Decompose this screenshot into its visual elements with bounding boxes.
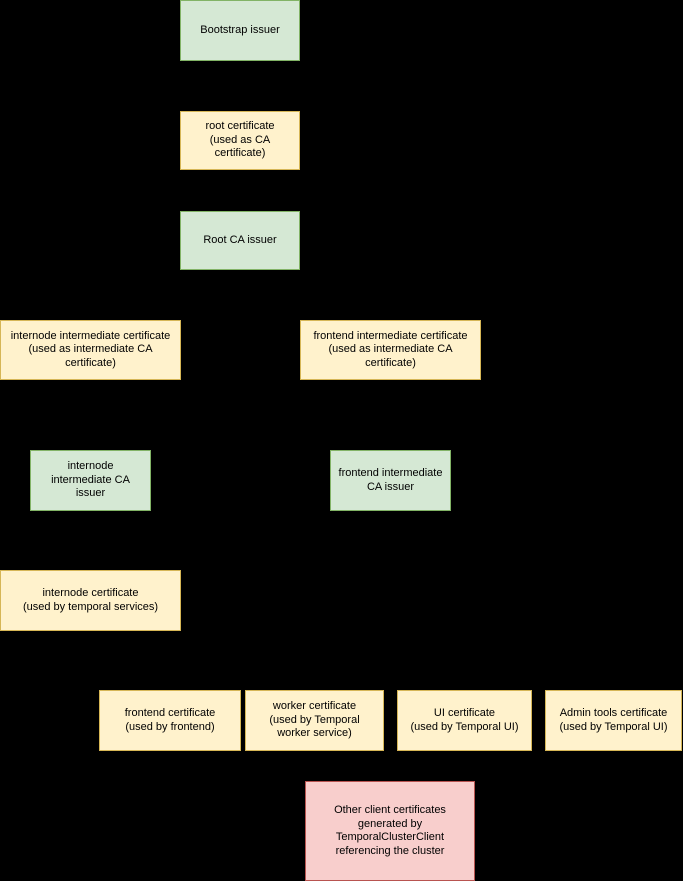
node-label: root certificate (used as CA certificate…: [205, 120, 275, 160]
node-label: Admin tools certificate (used by Tempora…: [559, 707, 668, 733]
node-label: frontend intermediate certificate (used …: [313, 329, 468, 369]
node-label: UI certificate (used by Temporal UI): [410, 707, 519, 733]
connector-line: [614, 601, 615, 690]
node-internode-intermediate-ca-issuer[interactable]: internode intermediate CA issuer: [30, 450, 151, 511]
node-frontend-intermediate-ca-issuer[interactable]: frontend intermediate CA issuer: [330, 450, 451, 511]
node-ui-certificate[interactable]: UI certificate (used by Temporal UI): [397, 690, 532, 751]
connector-line: [315, 601, 391, 602]
connector-line: [465, 601, 466, 690]
node-frontend-certificate[interactable]: frontend certificate (used by frontend): [99, 690, 241, 751]
connector-arrowhead: [87, 444, 95, 450]
connector-arrowhead: [387, 314, 395, 320]
connector-arrowhead: [387, 444, 395, 450]
node-label: Other client certificates generated by T…: [334, 804, 446, 857]
node-label: frontend intermediate CA issuer: [338, 467, 443, 493]
node-label: worker certificate (used by Temporal wor…: [269, 700, 360, 740]
connector-line: [91, 295, 240, 296]
connector-line: [170, 601, 391, 602]
connector-arrowhead: [87, 314, 95, 320]
connector-line: [170, 601, 171, 690]
node-root-certificate[interactable]: root certificate (used as CA certificate…: [180, 111, 300, 170]
node-frontend-intermediate-certificate[interactable]: frontend intermediate certificate (used …: [300, 320, 481, 380]
connector-line: [390, 766, 391, 781]
node-label: frontend certificate (used by frontend): [124, 707, 216, 733]
node-label: Root CA issuer: [203, 233, 277, 246]
connector-line: [91, 295, 92, 320]
connector-line: [240, 170, 241, 211]
node-label: Bootstrap issuer: [200, 23, 280, 36]
node-internode-intermediate-certificate[interactable]: internode intermediate certificate (used…: [0, 320, 181, 380]
connector-line: [91, 380, 92, 450]
connector-arrowhead: [236, 105, 244, 111]
connector-line: [391, 380, 392, 450]
node-label: internode intermediate CA issuer: [51, 460, 130, 500]
connector-line: [315, 601, 316, 690]
node-internode-certificate[interactable]: internode certificate (used by temporal …: [0, 570, 181, 631]
connector-arrowhead: [236, 205, 244, 211]
node-admin-tools-certificate[interactable]: Admin tools certificate (used by Tempora…: [545, 690, 682, 751]
node-other-client-certificates[interactable]: Other client certificates generated by T…: [305, 781, 475, 881]
node-label: internode intermediate certificate (used…: [10, 329, 171, 369]
connector-line: [240, 61, 241, 111]
connector-arrowhead: [311, 684, 319, 690]
connector-line: [315, 766, 390, 767]
connector-line: [240, 270, 241, 295]
connector-line: [315, 751, 316, 766]
connector-line: [91, 511, 92, 570]
node-worker-certificate[interactable]: worker certificate (used by Temporal wor…: [245, 690, 384, 751]
connector-arrowhead: [386, 775, 394, 781]
node-bootstrap-issuer[interactable]: Bootstrap issuer: [180, 0, 300, 61]
connector-arrowhead: [166, 684, 174, 690]
connector-line: [391, 511, 392, 601]
connector-arrowhead: [610, 684, 618, 690]
connector-line: [391, 295, 392, 320]
connector-arrowhead: [461, 684, 469, 690]
connector-arrowhead: [87, 564, 95, 570]
connector-line: [240, 295, 391, 296]
connector-line: [391, 601, 614, 602]
node-label: internode certificate (used by temporal …: [22, 587, 159, 613]
node-root-ca-issuer[interactable]: Root CA issuer: [180, 211, 300, 270]
